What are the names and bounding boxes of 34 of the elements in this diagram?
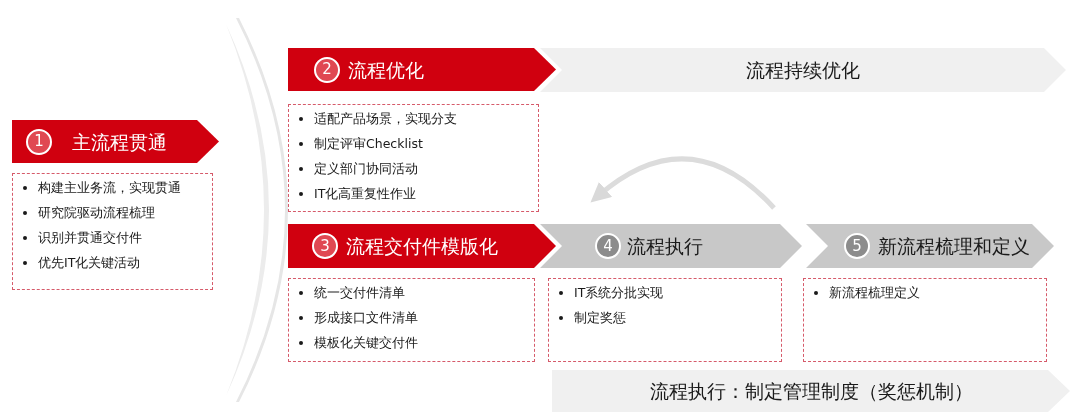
step-title: 新流程梳理和定义 [878,234,1030,258]
dashed-panel [803,278,1047,362]
step-title: 流程执行 [627,234,703,258]
step-title: 流程优化 [348,57,424,82]
list-item-text: 新流程梳理定义 [829,285,920,301]
dashed-panel [288,104,539,212]
step-title: 流程交付件模版化 [346,234,498,258]
dashed-panel [288,278,535,362]
step-banner [288,48,556,91]
step-title: 主流程贯通 [72,129,167,154]
step-number: 2 [314,56,340,83]
dashed-panel [548,278,782,362]
step-number: 4 [595,233,621,259]
list-item-text: 识别并贯通交付件 [38,230,142,246]
list-item-text: 研究院驱动流程梳理 [38,205,155,221]
list-item-text: 定义部门协同活动 [314,161,418,177]
banner-title: 流程执行：制定管理制度（奖惩机制） [649,379,973,403]
step-number: 3 [312,233,338,259]
list-item-text: 制定评审Checklist [314,136,423,152]
step-number: 5 [844,233,870,259]
list-item-text: 模板化关键交付件 [314,335,418,351]
list-item-text: IT化高重复性作业 [314,186,417,202]
dashed-panel [12,173,213,290]
step-number: 1 [26,128,52,155]
list-item-text: 制定奖惩 [574,310,626,326]
step-banner [12,120,219,163]
list-item-text: 形成接口文件清单 [314,310,418,326]
list-item-text: IT系统分批实现 [574,285,664,301]
banner-title: 流程持续优化 [746,58,860,82]
step-banner [288,224,556,268]
list-item-text: 适配产品场景，实现分支 [314,111,457,127]
list-item-text: 构建主业务流，实现贯通 [38,180,181,196]
list-item-text: 统一交付件清单 [314,285,405,301]
list-item-text: 优先IT化关键活动 [38,255,141,271]
